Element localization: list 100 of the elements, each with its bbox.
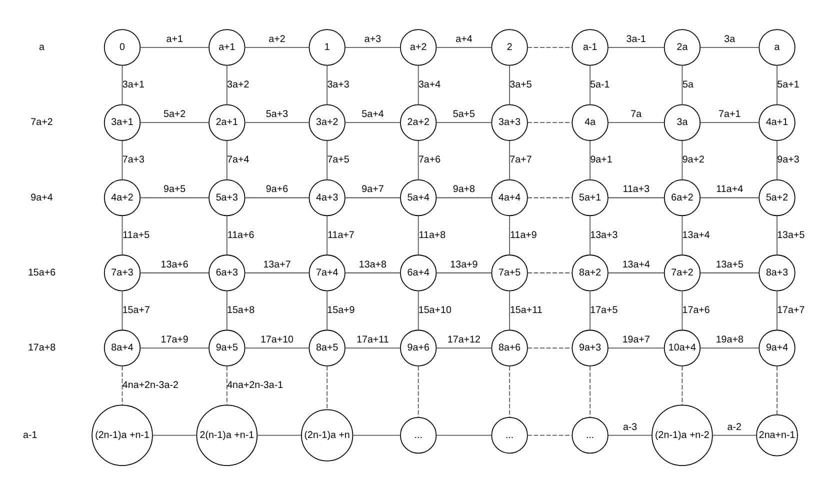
edge-label: 9a+5	[164, 184, 186, 196]
node-circle: 5a+1	[572, 179, 608, 216]
edge-label: 15a+10	[418, 304, 452, 316]
edge-label: 5a+2	[164, 109, 186, 120]
edge-label: 11a+6	[227, 230, 254, 241]
edge-label: 5a-1	[590, 80, 610, 91]
edge-label: 9a+6	[266, 184, 288, 196]
node-circle: 8a+3	[758, 254, 796, 292]
connector	[140, 47, 210, 48]
connector	[682, 366, 683, 406]
connector	[418, 290, 419, 330]
edge-label: 17a+11	[356, 334, 389, 346]
connector	[418, 140, 419, 180]
connector	[226, 140, 228, 180]
edge-label: 7a+5	[327, 154, 350, 166]
edge-label: 7a	[630, 109, 642, 120]
label: 9a+4	[30, 192, 53, 204]
edge-label: 13a+4	[622, 259, 650, 270]
connector	[527, 122, 572, 124]
edge-label: 17a+5	[590, 304, 618, 316]
node-circle: 9a+6	[400, 330, 437, 366]
connector	[226, 215, 228, 256]
connector	[700, 47, 760, 48]
label: 15a+6	[28, 267, 56, 278]
connector	[608, 197, 664, 198]
edge-label: 17a+6	[682, 304, 710, 316]
edge-label: 5a+1	[777, 80, 800, 91]
connector	[527, 434, 572, 436]
edge-label: 9a+3	[777, 154, 800, 166]
connector	[700, 122, 760, 124]
edge-label: 15a+8	[226, 304, 255, 316]
edge-label: 13a+6	[160, 259, 188, 270]
connector	[244, 47, 310, 48]
edge-label: 13a+5	[777, 230, 805, 241]
node-circle: a+2	[400, 29, 437, 66]
edge-label: a+2	[268, 34, 286, 45]
node-circle: 2(n-1)a +n-1	[196, 404, 258, 466]
connector	[344, 47, 401, 48]
connector	[509, 215, 510, 256]
connector	[436, 47, 492, 48]
label: a	[39, 42, 44, 53]
edge-label: 17a+12	[447, 334, 480, 346]
connector	[344, 272, 401, 274]
connector	[590, 215, 591, 256]
node-circle: 7a+5	[491, 254, 528, 292]
connector	[244, 122, 310, 124]
node-circle: 3a+3	[491, 104, 528, 141]
connector	[509, 290, 510, 330]
connector	[776, 215, 778, 256]
node-circle: 5a+3	[208, 179, 246, 216]
connector	[122, 290, 123, 330]
node-circle: 8a+6	[491, 330, 528, 366]
edge-label: 3a-1	[626, 34, 646, 45]
edge-label: 19a+7	[622, 334, 650, 346]
connector	[590, 366, 591, 418]
node-circle: 2	[491, 29, 528, 66]
node-circle: 5a+2	[758, 179, 796, 216]
connector	[682, 215, 683, 256]
connector	[527, 272, 572, 274]
connector	[244, 272, 310, 274]
connector	[590, 64, 591, 105]
connector	[527, 47, 572, 48]
edge-label: 5a+3	[266, 109, 288, 120]
connector	[590, 290, 591, 330]
edge-label: 13a+8	[358, 259, 387, 270]
connector	[226, 366, 228, 406]
edge-label: 11a+4	[716, 184, 744, 196]
edge-label: 3a+2	[227, 80, 250, 91]
connector	[776, 64, 778, 105]
connector	[509, 366, 510, 418]
node-circle: (2n-1)a +n-2	[652, 404, 713, 466]
edge-label: 7a+6	[418, 154, 441, 166]
edge-label: 9a+7	[362, 184, 384, 196]
connector	[608, 122, 664, 124]
edge-label: 17a+10	[260, 334, 294, 346]
node-circle: 3a+1	[104, 104, 141, 141]
connector	[326, 140, 328, 180]
edge-label: 3a+1	[122, 80, 145, 91]
connector	[776, 140, 778, 180]
connector	[122, 366, 123, 406]
edge-label: 7a+7	[510, 154, 532, 166]
connector	[326, 215, 328, 256]
connector	[712, 434, 757, 436]
node-circle: (2n-1)a +n-1	[92, 404, 153, 466]
edge-label: 5a	[682, 80, 694, 91]
edge-label: 3a+5	[510, 80, 532, 91]
connector	[700, 197, 760, 198]
connector	[436, 272, 492, 274]
connector	[509, 64, 510, 105]
connector	[122, 215, 123, 256]
connector	[352, 434, 401, 436]
node-circle: 7a+2	[664, 254, 701, 292]
connector	[776, 290, 778, 330]
node-circle: 9a+3	[572, 330, 608, 366]
edge-label: 11a+5	[122, 230, 150, 241]
connector	[344, 122, 401, 124]
edge-label: 15a+11	[510, 304, 542, 316]
edge-label: a+4	[456, 34, 472, 45]
node-circle: 4a+2	[104, 179, 141, 216]
edge-label: a-3	[622, 422, 638, 433]
